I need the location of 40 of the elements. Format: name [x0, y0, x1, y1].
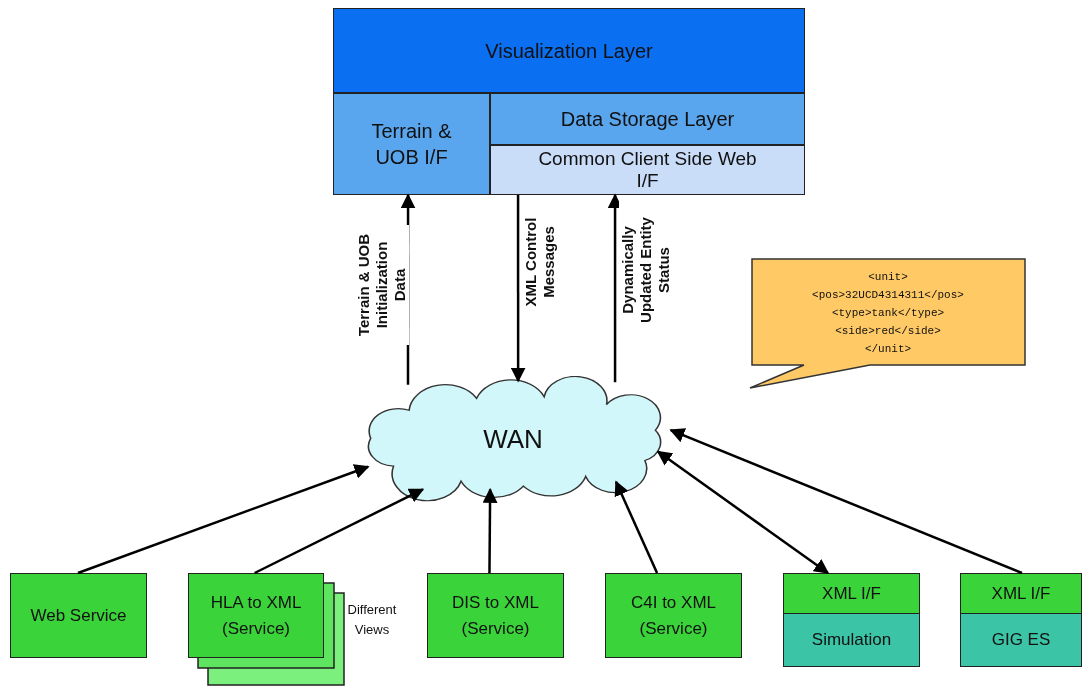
arrow [656, 450, 830, 574]
interface-box [333, 93, 490, 195]
box-label: HLA to XML (Service) [209, 591, 303, 640]
service-box [10, 573, 147, 658]
box-label: Web Service [30, 604, 127, 627]
code-line: </unit> [864, 342, 912, 357]
arrow [482, 487, 498, 573]
system-box [960, 613, 1082, 667]
arrow [510, 195, 526, 383]
interface-box [960, 573, 1082, 614]
arrow [254, 488, 425, 575]
box-label: Visualization Layer [485, 38, 653, 64]
box-label: GIG ES [991, 629, 1051, 651]
service-box [605, 573, 742, 658]
code-line: <type>tank</type> [831, 306, 945, 321]
box-label: WAN [483, 426, 543, 452]
box-label: DIS to XML (Service) [451, 591, 540, 640]
box-label: XML I/F [991, 582, 1051, 605]
code-line: <side>red</side> [835, 324, 941, 339]
system-box [783, 613, 920, 667]
speech-callout [748, 258, 1028, 390]
edge-label: Terrain & UOB Initialization Data [355, 225, 409, 345]
box-label: XML I/F [822, 582, 881, 605]
side-note: Different Views [346, 601, 398, 639]
arrow [77, 464, 370, 575]
code-line: <pos>32UCD4314311</pos> [812, 288, 964, 303]
code-line: <unit> [868, 270, 908, 285]
layer-box [333, 8, 805, 93]
box-label: C4I to XML (Service) [629, 591, 717, 640]
box-label: Terrain & UOB I/F [370, 119, 453, 170]
box-label: Simulation [811, 629, 892, 651]
layer-box [490, 93, 805, 145]
box-label: Common Client Side Web I/F [537, 148, 758, 192]
service-box [427, 573, 564, 658]
arrow [614, 480, 659, 574]
box-label: Data Storage Layer [560, 107, 735, 132]
interface-box [490, 145, 805, 195]
interface-box [783, 573, 920, 614]
service-box [188, 573, 324, 658]
arrow [669, 428, 1023, 575]
